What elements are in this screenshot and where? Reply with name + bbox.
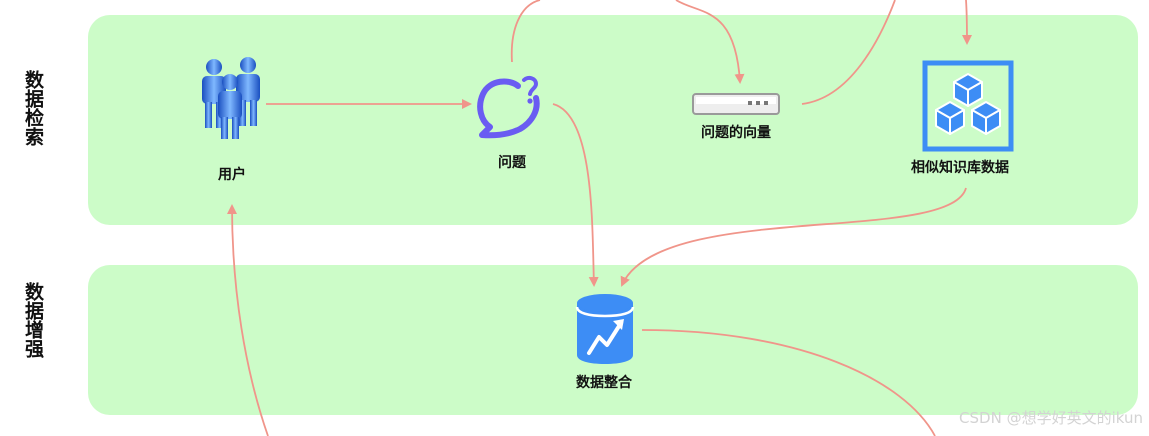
integration-label: 数据整合 bbox=[576, 375, 632, 391]
watermark: CSDN @想学好英文的ikun bbox=[959, 409, 1143, 427]
arrow-to-similar bbox=[961, 0, 972, 45]
arrow-vector-up bbox=[801, 0, 896, 105]
cubes-icon bbox=[922, 60, 1014, 152]
arrow-similar-to-integration bbox=[620, 187, 967, 287]
arrow-back-to-user bbox=[227, 204, 269, 436]
user-label: 用户 bbox=[218, 167, 246, 183]
question-bubble-icon bbox=[477, 75, 540, 139]
lane-label-augmentation: 数据增强 bbox=[22, 282, 44, 358]
question-label: 问题 bbox=[498, 155, 526, 171]
similar-data-label: 相似知识库数据 bbox=[911, 160, 1009, 176]
arrow-question-up bbox=[510, 0, 541, 63]
database-chart-icon bbox=[575, 294, 635, 364]
arrow-question-to-integration bbox=[552, 103, 599, 287]
users-icon bbox=[202, 57, 260, 139]
vector-bar-icon bbox=[692, 93, 780, 115]
lane-label-retrieval: 数据检索 bbox=[22, 70, 44, 146]
arrow-to-vector bbox=[675, 0, 745, 84]
question-vector-label: 问题的向量 bbox=[701, 125, 771, 141]
arrow-integration-out bbox=[641, 329, 936, 436]
